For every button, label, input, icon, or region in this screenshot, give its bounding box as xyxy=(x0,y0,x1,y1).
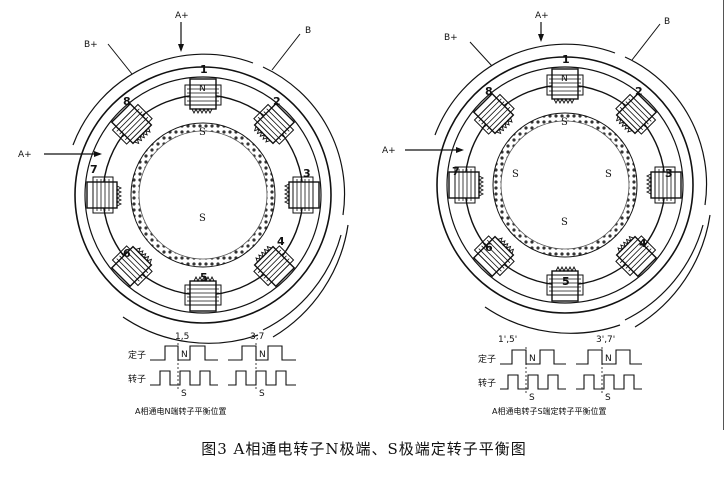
page-edge-rule xyxy=(723,0,724,430)
pole-number: 4 xyxy=(277,235,285,248)
stator-outer-ring xyxy=(436,56,694,314)
stator-wave xyxy=(500,349,566,365)
outer-arc xyxy=(72,53,254,146)
rotor-label-upper: S xyxy=(199,127,206,138)
wave-mark: S xyxy=(259,389,265,399)
wave-mark: N xyxy=(259,350,266,360)
coil-label-top-left: B+ xyxy=(444,33,458,43)
wave-row-bottom: 转子 xyxy=(478,377,496,389)
coil-label-top-right: B xyxy=(664,17,670,27)
coil-label-left: A+ xyxy=(18,150,32,160)
outer-arc xyxy=(262,66,346,216)
waveform-left: 1,5 3,7 定子 转子 N S N S A相通电N端转子平衡位置 xyxy=(128,332,296,416)
rotor-label-lower: S xyxy=(561,217,568,228)
wave-mark: N xyxy=(605,354,612,364)
rotor-label-left-inner: S xyxy=(512,169,519,180)
pole-number: 3 xyxy=(303,167,311,180)
stator-pole-7 xyxy=(86,176,122,214)
coil-label-top-right: B xyxy=(305,26,311,36)
rotor-wave xyxy=(500,374,566,390)
stator-wave xyxy=(228,345,296,361)
wave-row-bottom: 转子 xyxy=(128,373,146,385)
wave-mark: S xyxy=(529,393,535,403)
stator-inner-ring xyxy=(84,76,322,314)
stator-mark: N xyxy=(561,74,568,84)
wave-mark: N xyxy=(181,350,188,360)
outer-arc xyxy=(262,234,342,331)
outer-arc xyxy=(434,43,616,136)
stator-pole-8 xyxy=(469,89,521,141)
stator-pole-6 xyxy=(469,229,521,281)
coil-label-left: A+ xyxy=(382,146,396,156)
figure-caption: 图3 A相通电转子N极端、S极端定转子平衡图 xyxy=(201,440,527,458)
stator-pole-3 xyxy=(284,176,320,214)
rotor-wave xyxy=(150,370,218,386)
motor-right: 1 2 3 4 5 6 7 8 S S S S N xyxy=(434,43,711,334)
rotor-wave xyxy=(228,370,296,386)
outer-arc xyxy=(272,224,349,338)
pole-number: 1 xyxy=(562,53,570,66)
pole-number: 3 xyxy=(665,167,673,180)
wave-mark: N xyxy=(529,354,536,364)
stator-outer-ring xyxy=(74,66,332,324)
coil-label-top-left: B+ xyxy=(84,40,98,50)
rotor-label-upper: S xyxy=(561,117,568,128)
pole-number: 2 xyxy=(273,95,281,108)
stator-mark: N xyxy=(199,84,206,94)
rotor-label-lower: S xyxy=(199,213,206,224)
coil-leads-right: A+ A+ B+ B xyxy=(382,11,670,156)
wave-footnote: A相通电转子S端定转子平衡位置 xyxy=(492,406,607,416)
rotor-body xyxy=(500,120,630,250)
wave-header-right: 3',7' xyxy=(596,335,615,345)
pole-number: 6 xyxy=(485,241,493,254)
outer-arc xyxy=(122,316,259,344)
pole-number: 6 xyxy=(123,247,131,260)
wave-footnote: A相通电N端转子平衡位置 xyxy=(135,406,226,416)
wave-mark: S xyxy=(181,389,187,399)
rotor-wave xyxy=(576,374,642,390)
rotor-body xyxy=(138,130,268,260)
wave-header-left: 1',5' xyxy=(498,335,517,345)
outer-arc xyxy=(624,224,704,321)
stator-pole-4 xyxy=(247,239,299,291)
stator-inner-ring xyxy=(446,66,684,304)
stator-wave xyxy=(576,349,642,365)
pole-number: 1 xyxy=(200,63,208,76)
outer-arc xyxy=(484,306,621,334)
motor-left: 1 2 3 4 5 6 7 8 S S N xyxy=(72,53,349,344)
outer-arc xyxy=(624,56,708,206)
wave-mark: S xyxy=(605,393,611,403)
pole-number: 7 xyxy=(90,163,98,176)
pole-number: 7 xyxy=(452,165,460,178)
wave-header-right: 3,7 xyxy=(250,332,264,342)
outer-arc xyxy=(634,214,711,328)
rotor-label-right-inner: S xyxy=(605,169,612,180)
pole-number: 8 xyxy=(485,85,493,98)
stator-pole-4 xyxy=(609,229,661,281)
stator-pole-6 xyxy=(107,239,159,291)
coil-label-top: A+ xyxy=(535,11,549,21)
wave-row-top: 定子 xyxy=(128,349,146,361)
pole-number: 5 xyxy=(562,275,570,288)
pole-number: 4 xyxy=(639,237,647,250)
coil-leads-left: A+ A+ B+ B xyxy=(18,11,311,160)
pole-number: 2 xyxy=(635,85,643,98)
pole-number: 5 xyxy=(200,271,208,284)
wave-header-left: 1,5 xyxy=(175,332,189,342)
wave-row-top: 定子 xyxy=(478,353,496,365)
stator-wave xyxy=(150,345,218,361)
coil-label-top: A+ xyxy=(175,11,189,21)
waveform-right: 1',5' 3',7' 定子 转子 N S N S A相通电转子S端定转子平衡位… xyxy=(478,335,642,416)
stator-pole-3 xyxy=(646,166,682,204)
pole-number: 8 xyxy=(123,95,131,108)
stator-pole-8 xyxy=(107,99,159,151)
